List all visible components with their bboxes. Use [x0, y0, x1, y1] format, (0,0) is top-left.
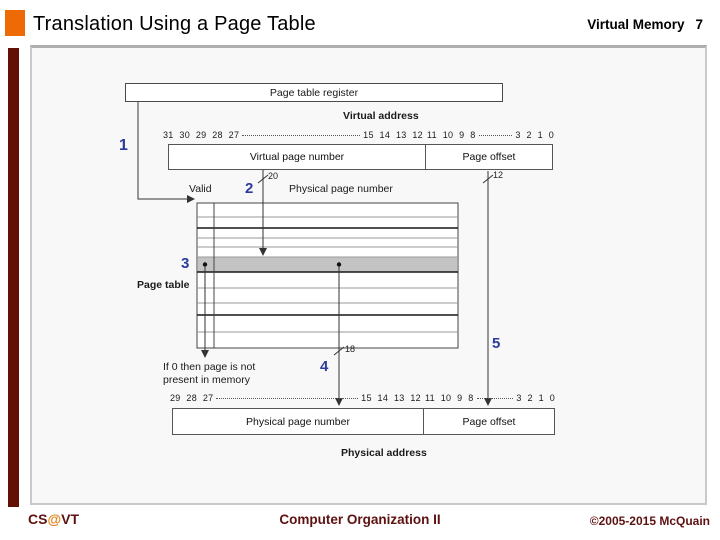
dot-leader	[216, 398, 359, 399]
bits-15-12: 15 14 13 12	[363, 129, 423, 140]
page-offset-label: Page offset	[462, 415, 516, 428]
dot-leader	[478, 135, 513, 136]
page-table-register-label: Page table register	[269, 86, 359, 99]
page-table-register-box: Page table register	[125, 83, 503, 102]
bits-3-0: 3 2 1 0	[515, 129, 554, 140]
physical-address-box: Physical page number Page offset	[172, 408, 555, 435]
bits-11-8: 11 10 9 8	[425, 392, 474, 403]
bits-29-27: 29 28 27	[170, 392, 214, 403]
step-4: 4	[320, 358, 329, 375]
width-12: 12	[493, 170, 504, 180]
bits-31-27: 31 30 29 28 27	[163, 129, 240, 140]
footer-vt: VT	[61, 511, 79, 527]
orange-bullet-square	[5, 10, 25, 36]
physical-page-number-label: Physical page number	[246, 415, 350, 428]
page-offset-label: Page offset	[462, 151, 516, 163]
valid-note-line1: If 0 then page is not	[163, 361, 256, 373]
virtual-address-box: Virtual page number Page offset	[168, 144, 553, 170]
page-offset-field: Page offset	[424, 409, 554, 434]
virtual-bit-numbers-offset: 11 10 9 8 3 2 1 0	[427, 129, 554, 140]
physical-bit-numbers-ppn: 29 28 27 15 14 13 12	[170, 392, 421, 403]
virtual-page-number-field: Virtual page number	[169, 145, 426, 169]
footer-course-name: Computer Organization II	[279, 512, 441, 527]
dot-leader	[242, 135, 361, 136]
footer-at: @	[47, 511, 62, 527]
virtual-address-label: Virtual address	[343, 110, 419, 122]
page-title: Translation Using a Page Table	[33, 13, 316, 35]
physical-page-number-column-label: Physical page number	[289, 183, 393, 195]
virtual-bit-numbers-vpn: 31 30 29 28 27 15 14 13 12	[163, 129, 423, 140]
step-2: 2	[245, 180, 254, 197]
page-table-label: Page table	[137, 279, 190, 291]
physical-page-number-field: Physical page number	[173, 409, 424, 434]
footer-copyright: ©2005-2015 McQuain	[589, 514, 710, 528]
footer-cs: CS	[28, 511, 48, 527]
maroon-side-bar	[8, 48, 19, 507]
step-1: 1	[119, 137, 128, 154]
valid-note-line2: present in memory	[163, 374, 250, 386]
valid-column-label: Valid	[189, 183, 212, 195]
step-3: 3	[181, 255, 190, 272]
step-5: 5	[492, 335, 501, 352]
bits-3-0: 3 2 1 0	[516, 392, 555, 403]
section-name: Virtual Memory	[587, 17, 685, 32]
footer-cs-at-vt: CS@VT	[28, 511, 79, 527]
page-offset-field: Page offset	[426, 145, 552, 169]
bits-11-8: 11 10 9 8	[427, 129, 476, 140]
section-reference: Virtual Memory 7	[587, 17, 703, 32]
width-20: 20	[268, 171, 279, 181]
dot-leader	[476, 398, 514, 399]
virtual-page-number-label: Virtual page number	[249, 151, 345, 163]
bits-15-12: 15 14 13 12	[361, 392, 421, 403]
slide-number: 7	[695, 17, 703, 32]
physical-address-label: Physical address	[341, 447, 427, 459]
width-18: 18	[345, 344, 356, 354]
physical-bit-numbers-offset: 11 10 9 8 3 2 1 0	[425, 392, 555, 403]
